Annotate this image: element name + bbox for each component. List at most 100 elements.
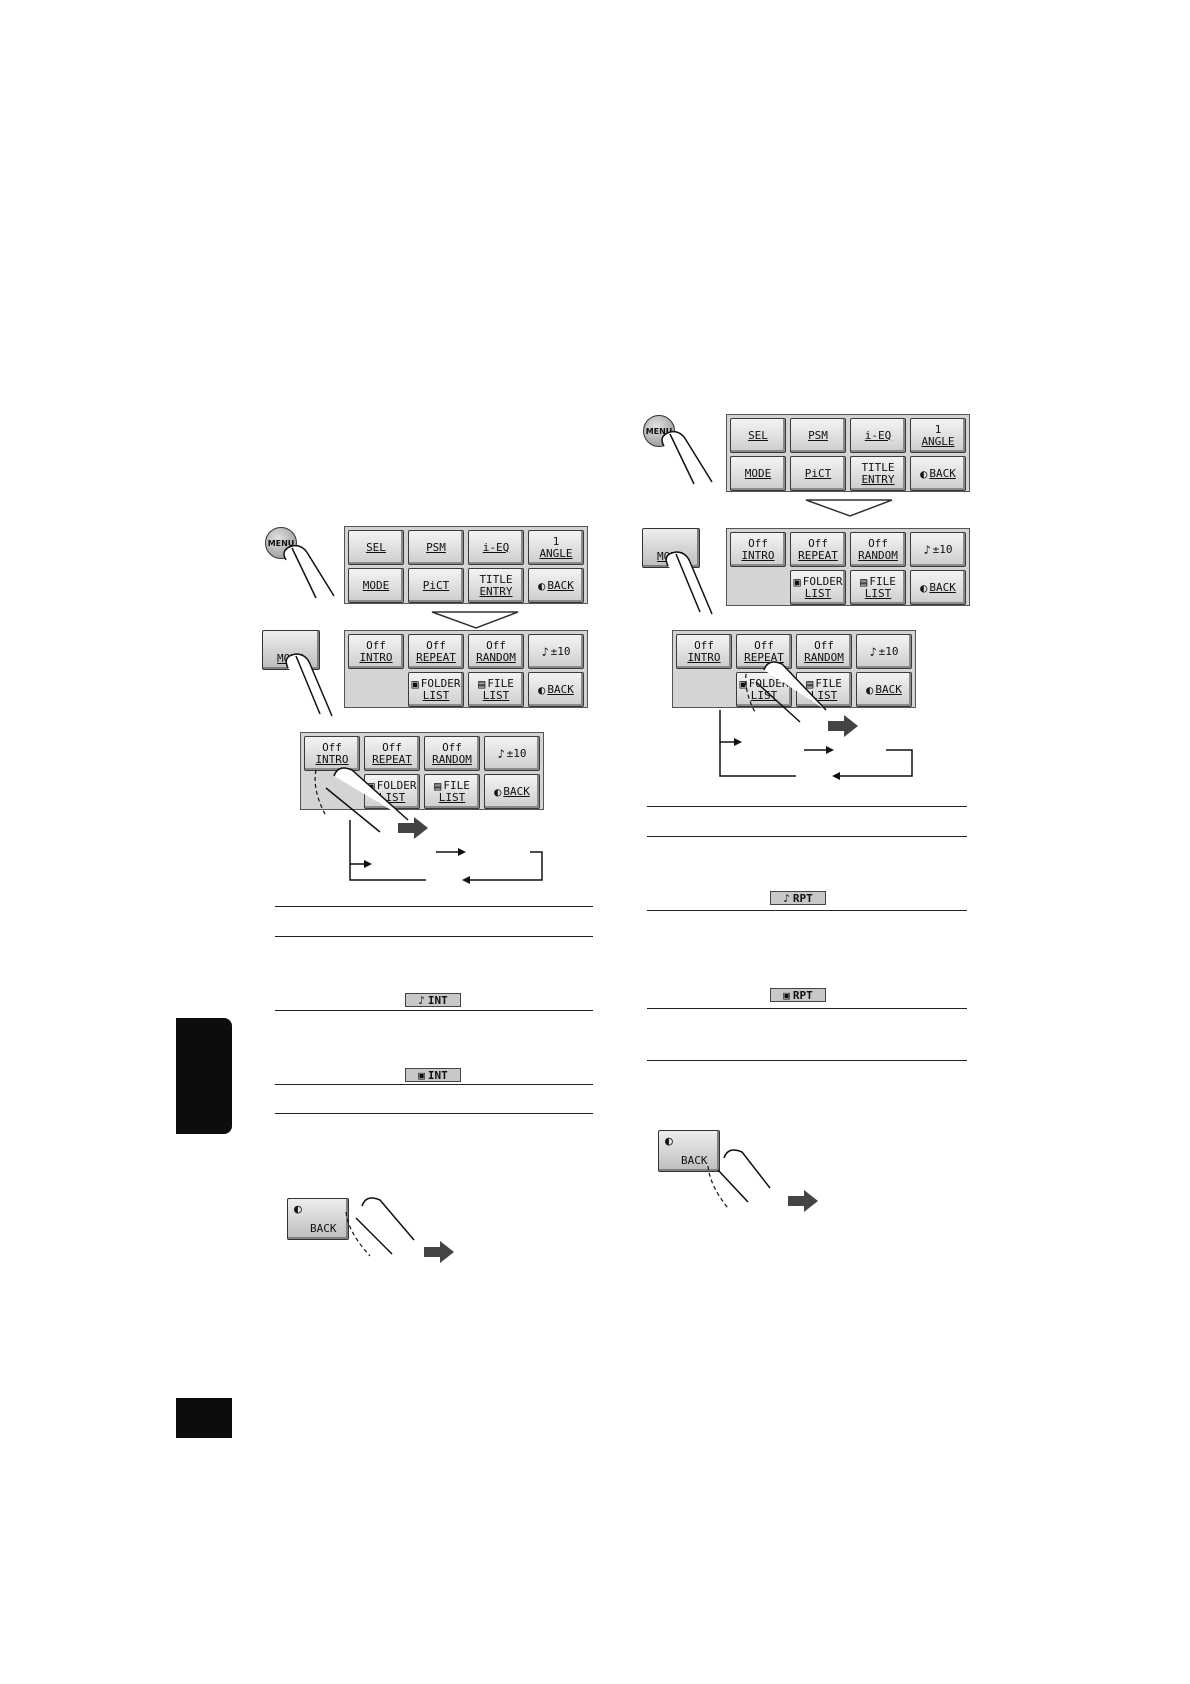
folder-icon: ▣ — [411, 676, 419, 691]
finger-icon — [717, 1149, 771, 1203]
back-menu-button[interactable]: ◐BACK — [528, 568, 584, 603]
skip-10-button[interactable]: ♪±10 — [856, 634, 912, 669]
psm-button[interactable]: PSM — [408, 530, 464, 565]
down-arrow-icon — [805, 499, 893, 517]
back-button[interactable]: ◐BACK — [287, 1198, 349, 1240]
skip-10-button[interactable]: ♪±10 — [484, 736, 540, 771]
psm-button[interactable]: PSM — [790, 418, 846, 453]
folder-icon: ▣ — [418, 1068, 425, 1082]
flow-return-line — [470, 851, 543, 881]
folder-icon: ▣ — [739, 676, 747, 691]
flow-loop-line — [719, 742, 796, 777]
result-arrow-icon — [828, 715, 858, 737]
back-mode-button[interactable]: ◐BACK — [484, 774, 540, 809]
music-note-icon: ♪ — [541, 644, 549, 659]
folder-icon: ▣ — [367, 778, 375, 793]
back-mode-button[interactable]: ◐BACK — [528, 672, 584, 707]
table-rule — [647, 836, 967, 837]
disc-icon: ◐ — [538, 682, 546, 697]
table-rule — [275, 936, 593, 937]
arrow-head-icon — [832, 772, 840, 780]
finger-icon — [283, 544, 335, 599]
page-number-box — [176, 1398, 232, 1438]
flow-return-line — [840, 749, 913, 777]
finger-dashed-icon — [707, 1165, 729, 1209]
table-rule — [647, 910, 967, 911]
folder-icon: ▣ — [783, 988, 790, 1002]
file-icon: ▤ — [434, 778, 442, 793]
pict-button[interactable]: PiCT — [408, 568, 464, 603]
table-rule — [275, 1084, 593, 1085]
table-rule — [647, 1060, 967, 1061]
ieq-button[interactable]: i-EQ — [850, 418, 906, 453]
music-note-icon: ♪ — [497, 746, 505, 761]
sel-button[interactable]: SEL — [730, 418, 786, 453]
arrow-head-icon — [826, 746, 834, 754]
disc-icon: ◐ — [538, 578, 546, 593]
disc-icon: ◐ — [665, 1134, 673, 1149]
finger-dashed-icon — [314, 769, 327, 817]
folder-repeat-indicator: ▣RPT — [770, 988, 826, 1002]
finger-icon — [755, 661, 827, 723]
flow-loop-line — [349, 820, 364, 865]
finger-icon — [665, 551, 713, 615]
skip-10-button[interactable]: ♪±10 — [528, 634, 584, 669]
back-mode-button[interactable]: ◐BACK — [856, 672, 912, 707]
table-rule — [647, 806, 967, 807]
ieq-button[interactable]: i-EQ — [468, 530, 524, 565]
section-tab — [176, 1018, 232, 1134]
skip-10-button[interactable]: ♪±10 — [910, 532, 966, 567]
table-rule — [647, 1008, 967, 1009]
music-note-icon: ♪ — [869, 644, 877, 659]
back-button[interactable]: ◐BACK — [658, 1130, 720, 1172]
down-arrow-icon — [431, 611, 519, 629]
table-rule — [275, 1010, 593, 1011]
result-arrow-icon — [424, 1241, 454, 1263]
flow-loop-line — [719, 710, 734, 743]
back-menu-button[interactable]: ◐BACK — [910, 456, 966, 491]
mode-menu-button[interactable]: MODE — [730, 456, 786, 491]
disc-icon: ◐ — [294, 1202, 302, 1217]
back-mode-button[interactable]: ◐BACK — [910, 570, 966, 605]
arrow-head-icon — [364, 860, 372, 868]
music-note-icon: ♪ — [783, 891, 790, 905]
mode-menu-button[interactable]: MODE — [348, 568, 404, 603]
sel-button[interactable]: SEL — [348, 530, 404, 565]
disc-icon: ◐ — [866, 682, 874, 697]
finger-icon — [285, 653, 333, 717]
file-icon: ▤ — [806, 676, 814, 691]
finger-icon — [325, 767, 409, 833]
track-intro-indicator: ♪INT — [405, 993, 461, 1007]
pict-button[interactable]: PiCT — [790, 456, 846, 491]
disc-icon: ◐ — [920, 466, 928, 481]
file-icon: ▤ — [860, 574, 868, 589]
track-repeat-indicator: ♪RPT — [770, 891, 826, 905]
disc-icon: ◐ — [920, 580, 928, 595]
arrow-head-icon — [462, 876, 470, 884]
